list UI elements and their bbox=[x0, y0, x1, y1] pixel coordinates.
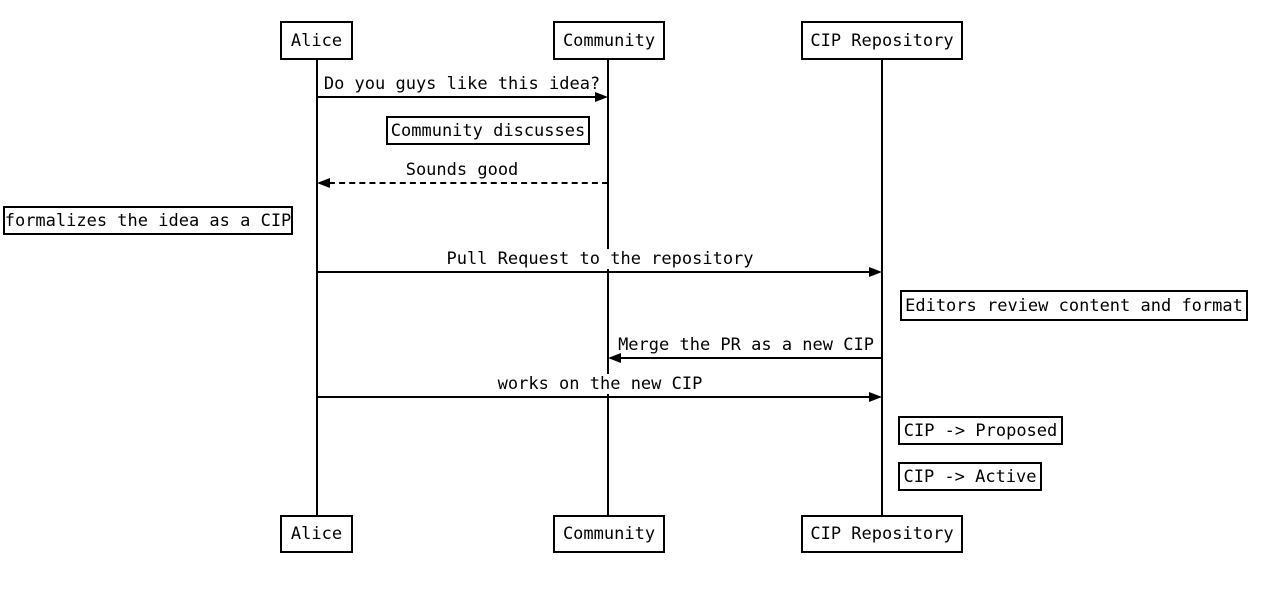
lifeline-community bbox=[607, 60, 609, 515]
actor-box-cip-repository-top: CIP Repository bbox=[801, 21, 963, 60]
message-label-sounds-good: Sounds good bbox=[403, 160, 521, 180]
arrowhead-left-icon bbox=[608, 353, 621, 363]
arrowhead-right-icon bbox=[595, 92, 608, 102]
message-line-2 bbox=[329, 182, 608, 184]
actor-box-community-top: Community bbox=[553, 21, 665, 60]
note-cip-proposed: CIP -> Proposed bbox=[898, 416, 1063, 445]
message-label-merge-the-pr: Merge the PR as a new CIP bbox=[616, 335, 876, 355]
message-label-do-you-guys-like-this-idea: Do you guys like this idea? bbox=[321, 74, 603, 94]
message-label-pull-request: Pull Request to the repository bbox=[444, 249, 756, 269]
actor-box-community-bottom: Community bbox=[553, 515, 665, 553]
actor-box-alice-top: Alice bbox=[280, 21, 353, 60]
arrowhead-right-icon bbox=[869, 392, 882, 402]
arrowhead-right-icon bbox=[869, 267, 882, 277]
note-community-discusses: Community discusses bbox=[386, 116, 590, 145]
actor-box-cip-repository-bottom: CIP Repository bbox=[801, 515, 963, 553]
lifeline-cip-repository bbox=[881, 60, 883, 515]
arrowhead-left-icon bbox=[317, 178, 330, 188]
lifeline-alice bbox=[316, 60, 318, 515]
message-line-5 bbox=[317, 396, 870, 398]
note-formalizes-idea: formalizes the idea as a CIP bbox=[3, 206, 293, 235]
note-cip-active: CIP -> Active bbox=[898, 462, 1042, 491]
actor-box-alice-bottom: Alice bbox=[280, 515, 353, 553]
message-line-3 bbox=[317, 271, 870, 273]
message-label-works-on-new-cip: works on the new CIP bbox=[495, 374, 705, 394]
message-line-4 bbox=[621, 357, 882, 359]
message-line-1 bbox=[317, 96, 597, 98]
note-editors-review: Editors review content and format bbox=[900, 290, 1248, 321]
